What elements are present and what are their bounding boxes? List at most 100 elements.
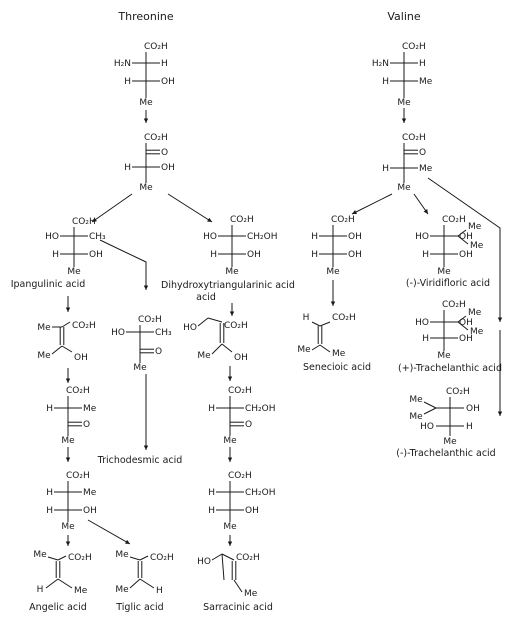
atom-co2h-67: CO₂H: [236, 553, 260, 563]
atom-co2h-75: CO₂H: [402, 133, 426, 143]
atom-oh-15: OH: [89, 250, 103, 260]
bond-32: [51, 345, 63, 355]
atom-o-29: O: [83, 420, 90, 430]
atom-oh-94: OH: [459, 250, 473, 260]
atom-h-93: H: [422, 250, 429, 260]
atom-h-14: H: [52, 250, 59, 260]
atom-o-7: O: [161, 148, 168, 158]
atom-oh-84: OH: [348, 250, 362, 260]
atom-h-77: H: [382, 164, 389, 174]
atom-h2n-1: H₂N: [114, 59, 131, 69]
atom-co2h-80: CO₂H: [331, 215, 355, 225]
arrowhead-1: [92, 217, 97, 222]
bond-49: [57, 555, 67, 561]
arrowhead-19: [330, 301, 336, 306]
atom-me-112: Me: [443, 437, 457, 447]
atom-co2h-52: CO₂H: [224, 321, 248, 331]
bond-33: [61, 345, 73, 353]
atom-me-28: Me: [83, 404, 97, 414]
bonds-layer: [45, 52, 469, 593]
atom-me-30: Me: [61, 436, 75, 446]
atom-me-108: Me: [409, 395, 423, 405]
atom-co2h-60: CO₂H: [228, 471, 252, 481]
atom-ch2oh-62: CH₂OH: [245, 488, 276, 498]
atom-co2h-90: CO₂H: [442, 215, 466, 225]
atom-me-85: Me: [326, 267, 340, 277]
atom-h-101: H: [422, 334, 429, 344]
atom-ho-12: HO: [45, 232, 59, 242]
bond-115: [319, 321, 331, 327]
atom-me-41: Me: [115, 550, 129, 560]
arrowhead-5: [65, 307, 71, 312]
arrowhead-11: [227, 376, 233, 381]
atom-me-22: Me: [37, 323, 51, 333]
atom-me-78: Me: [419, 164, 433, 174]
atom-h-72: H: [382, 77, 389, 87]
atom-ch3-19: CH₃: [155, 328, 172, 338]
bond-72: [221, 343, 233, 353]
atom-ho-91: HO: [415, 232, 429, 242]
atom-h-56: H: [208, 404, 215, 414]
bond-53: [57, 578, 73, 589]
atom-me-68: Me: [244, 589, 258, 599]
atom-me-40: Me: [74, 586, 88, 596]
atom-ch2oh-47: CH₂OH: [247, 232, 278, 242]
atom-co2h-26: CO₂H: [66, 386, 90, 396]
arrowhead-16: [423, 209, 428, 214]
bond-67: [197, 317, 209, 327]
arrowhead-17: [497, 317, 503, 322]
arrowhead-7: [65, 457, 71, 462]
atom-me-36: Me: [61, 522, 75, 532]
atom-ho-18: HO: [111, 328, 125, 338]
atom-me-89: Me: [332, 349, 346, 359]
atom-h-61: H: [208, 488, 215, 498]
atom-me-74: Me: [397, 98, 411, 108]
atom-me-53: Me: [197, 351, 211, 361]
bond-142: [423, 407, 437, 415]
atom-co2h-98: CO₂H: [442, 300, 466, 310]
atom-me-50: Me: [225, 267, 239, 277]
atom-co2h-38: CO₂H: [68, 553, 92, 563]
atom-oh-92: OH: [459, 232, 473, 242]
atom-h-63: H: [208, 506, 215, 516]
arrowhead-15: [352, 210, 358, 214]
atom-o-20: O: [155, 347, 162, 357]
atom-me-24: Me: [37, 351, 51, 361]
sarracinic-acid-label: Sarracinic acid: [203, 602, 273, 613]
atom-me-43: Me: [115, 585, 129, 595]
atom-co2h-106: CO₂H: [446, 387, 470, 397]
atom-co2h-31: CO₂H: [66, 471, 90, 481]
atom-oh-4: OH: [161, 77, 175, 87]
bond-114: [311, 321, 321, 327]
arrowhead-14: [401, 118, 407, 123]
atom-o-76: O: [419, 148, 426, 158]
atom-oh-54: OH: [234, 353, 248, 363]
arrowhead-3: [143, 285, 149, 290]
bond-141: [423, 401, 437, 409]
bond-137: [457, 321, 469, 331]
atom-me-59: Me: [223, 436, 237, 446]
viridifloric-acid-label: (-)-Viridifloric acid: [406, 278, 490, 289]
trachelanthic-minus-acid-label: (-)-Trachelanthic acid: [396, 448, 495, 459]
atom-oh-64: OH: [245, 506, 259, 516]
trachelanthic-plus-acid-label: (+)-Trachelanthic acid: [398, 363, 502, 374]
bond-91: [233, 579, 243, 593]
atom-oh-35: OH: [83, 506, 97, 516]
atom-h-2: H: [161, 59, 168, 69]
atom-ho-110: HO: [420, 422, 434, 432]
atom-me-16: Me: [67, 267, 81, 277]
atom-h-27: H: [46, 404, 53, 414]
arrowhead-4: [143, 445, 149, 450]
atom-h-32: H: [46, 488, 53, 498]
atom-me-95: Me: [437, 267, 451, 277]
angelic-acid-label: Angelic acid: [29, 602, 87, 613]
atom-h-71: H: [419, 59, 426, 69]
atom-me-33: Me: [83, 488, 97, 498]
dihydroxytriangularinic-acid-label: Dihydroxytriangularinic acid: [161, 280, 295, 291]
atom-me-79: Me: [397, 183, 411, 193]
atom-oh-102: OH: [459, 334, 473, 344]
arrow-3: [99, 239, 147, 290]
bond-127: [457, 229, 467, 237]
atom-co2h-87: CO₂H: [332, 313, 356, 323]
atom-co2h-45: CO₂H: [230, 215, 254, 225]
